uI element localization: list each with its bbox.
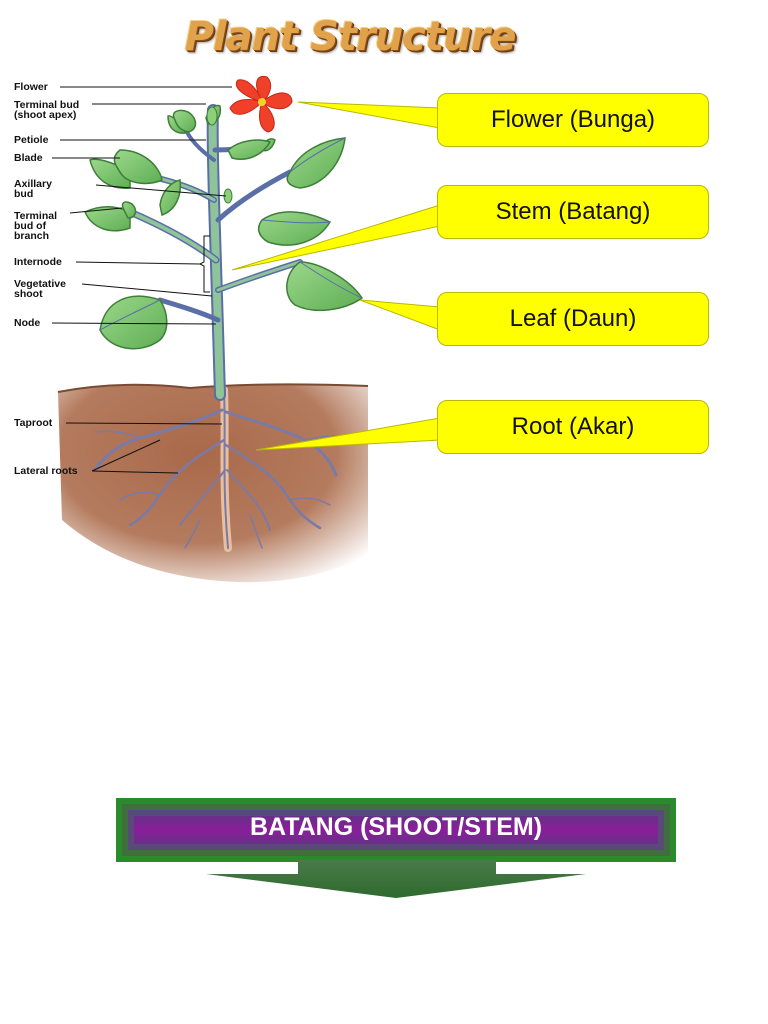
- plant-illustration: [51, 75, 441, 583]
- label-vegetative-shoot: Vegetative shoot: [14, 278, 66, 300]
- terminal-bud: [206, 106, 218, 126]
- roots: [93, 386, 353, 552]
- page-title: Plant Structure: [184, 14, 517, 60]
- internode-bracket: [198, 235, 210, 293]
- part-leader-lines: [51, 86, 232, 474]
- label-flower: Flower: [14, 81, 48, 93]
- callout-stem: Stem (Batang): [437, 185, 709, 239]
- label-internode: Internode: [14, 256, 62, 268]
- soil-surface: [57, 383, 369, 393]
- leaves: [84, 104, 364, 350]
- flower: [229, 75, 293, 133]
- label-lateral-roots: Lateral roots: [14, 465, 78, 477]
- stem: [126, 104, 303, 401]
- banner-arrow: [206, 860, 586, 898]
- label-taproot: Taproot: [14, 417, 53, 429]
- section-banner: BATANG (SHOOT/STEM): [116, 798, 676, 862]
- label-petiole: Petiole: [14, 134, 49, 146]
- label-axillary-bud: Axillary bud: [14, 178, 52, 200]
- leaf-veins: [99, 137, 363, 331]
- callout-flower: Flower (Bunga): [437, 93, 709, 147]
- label-node: Node: [14, 317, 41, 329]
- banner-text: BATANG (SHOOT/STEM): [249, 812, 543, 841]
- callout-leaf: Leaf (Daun): [437, 292, 709, 346]
- callout-root: Root (Akar): [437, 400, 709, 454]
- label-terminal-bud: Terminal bud (shoot apex): [14, 99, 80, 121]
- label-terminal-bud-branch: Terminal bud of branch: [14, 210, 57, 242]
- label-blade: Blade: [14, 152, 43, 164]
